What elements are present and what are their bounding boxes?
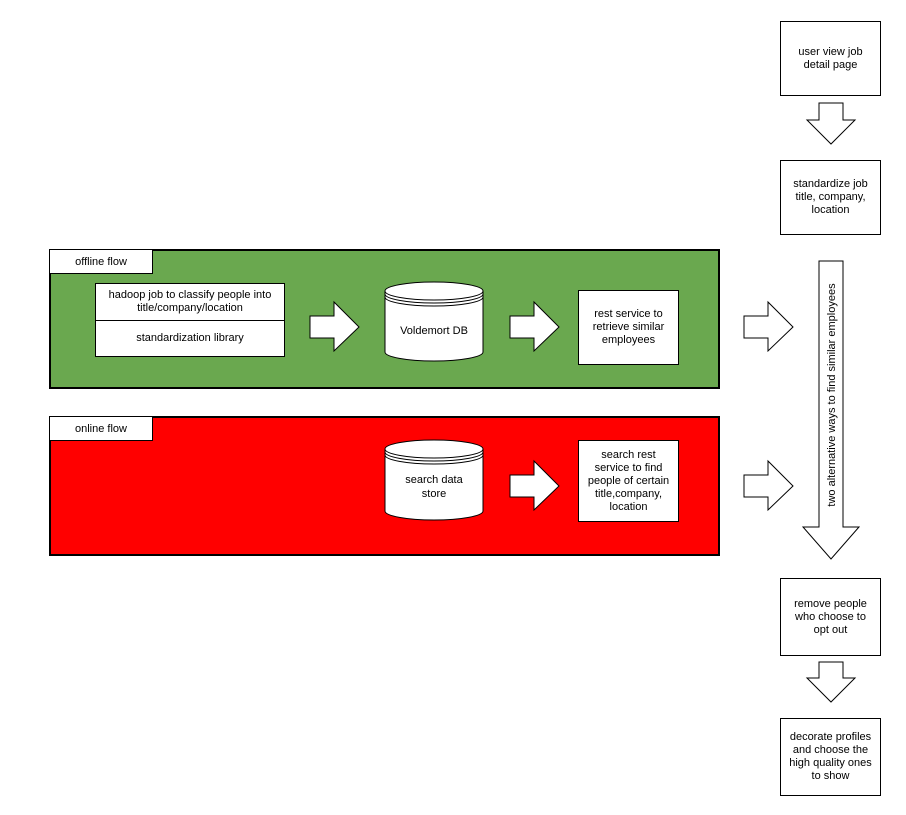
arrow-right-icon bbox=[509, 459, 560, 512]
big-arrow-label: two alternative ways to find similar emp… bbox=[826, 283, 838, 507]
decorate-profiles-box: decorate profiles and choose the high qu… bbox=[780, 718, 881, 796]
arrow-right-icon bbox=[309, 300, 360, 353]
hadoop-job-box: hadoop job to classify people into title… bbox=[95, 283, 285, 321]
big-down-arrow-icon bbox=[801, 260, 861, 560]
user-view-job-box: user view job detail page bbox=[780, 21, 881, 96]
arrow-down-icon bbox=[805, 102, 857, 145]
search-data-store-label-line1: search data bbox=[405, 474, 463, 486]
voldemort-db-cylinder: Voldemort DB bbox=[384, 281, 484, 362]
arrow-down-icon bbox=[805, 661, 857, 703]
voldemort-db-label: Voldemort DB bbox=[400, 325, 468, 337]
arrow-right-icon bbox=[743, 300, 794, 353]
remove-opt-out-box: remove people who choose to opt out bbox=[780, 578, 881, 656]
search-data-store-label-line2: store bbox=[422, 488, 446, 500]
search-rest-service-box: search rest service to find people of ce… bbox=[578, 440, 679, 522]
arrow-right-icon bbox=[509, 300, 560, 353]
standardization-library-box: standardization library bbox=[95, 320, 285, 357]
online-flow-label: online flow bbox=[49, 416, 153, 441]
arrow-right-icon bbox=[743, 459, 794, 512]
search-data-store-cylinder: search data store bbox=[384, 439, 484, 521]
rest-service-box: rest service to retrieve similar employe… bbox=[578, 290, 679, 365]
standardize-box: standardize job title, company, location bbox=[780, 160, 881, 235]
offline-flow-label: offline flow bbox=[49, 249, 153, 274]
